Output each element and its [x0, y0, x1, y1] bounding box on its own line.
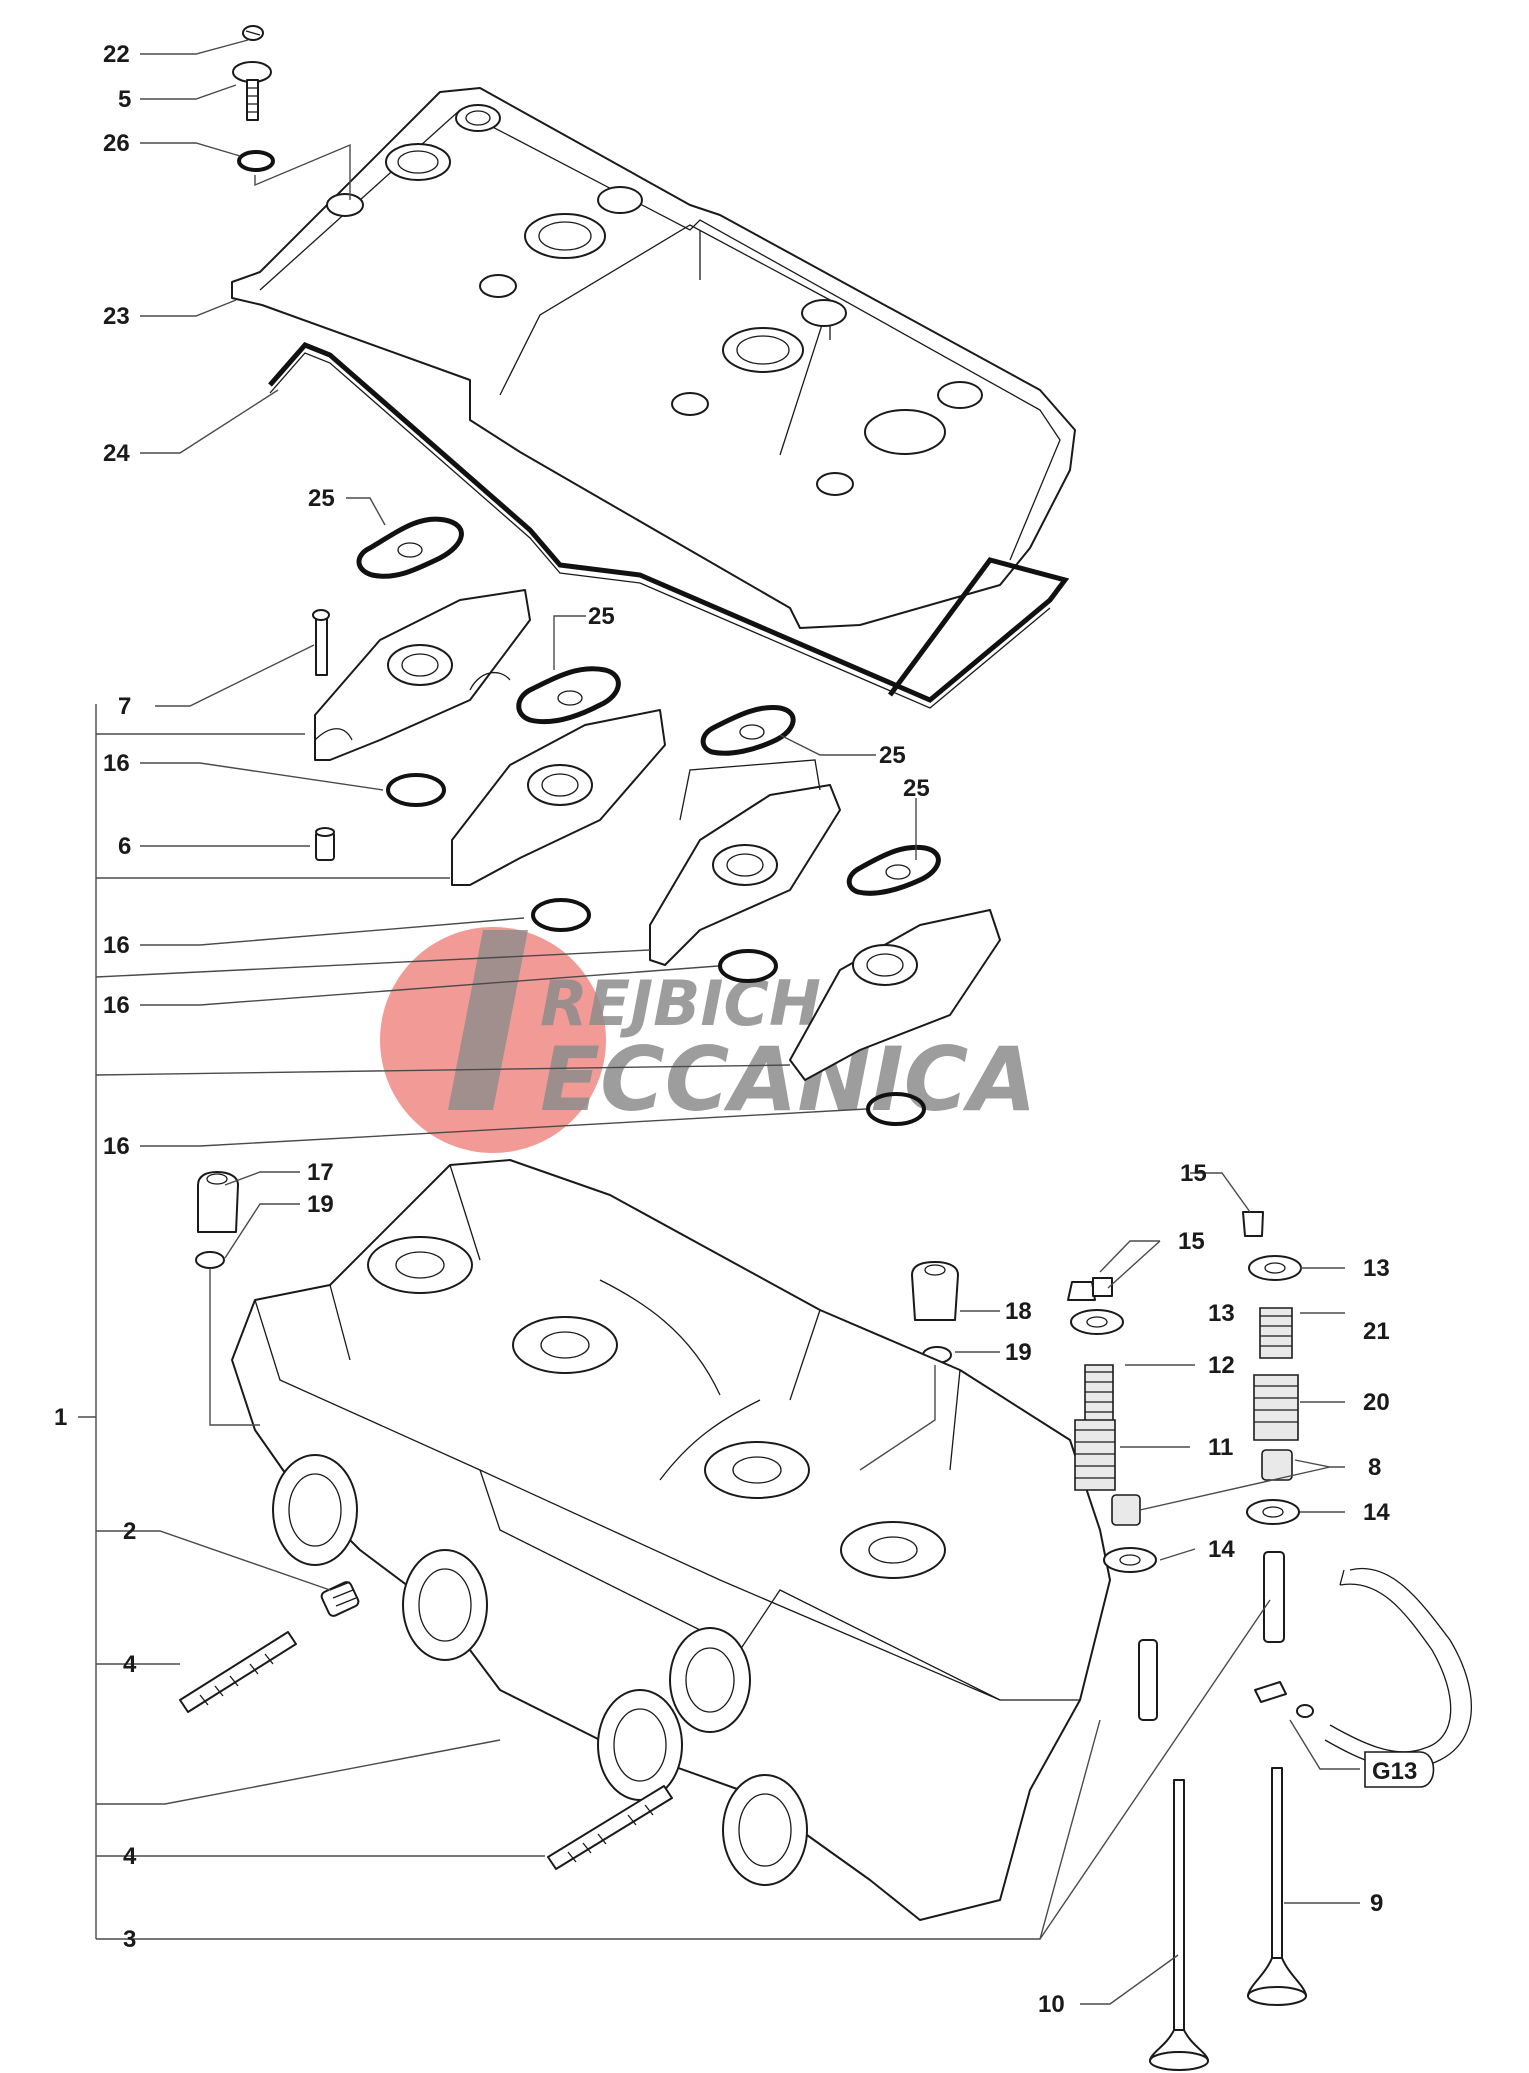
- callout-16-b: 16: [103, 932, 130, 959]
- callout-17: 17: [307, 1159, 334, 1186]
- gasket-part-25-a: [356, 516, 464, 579]
- valve-train-intake: [1242, 1211, 1302, 1643]
- cap-part-18: [911, 1261, 959, 1321]
- callout-3: 3: [123, 1926, 136, 1953]
- valve-part-10: [1149, 1779, 1209, 2071]
- cam-cap-2: [451, 709, 666, 886]
- parts-art: [179, 25, 1473, 2071]
- callout-14-a: 14: [1363, 1499, 1390, 1526]
- callout-25-a: 25: [308, 485, 335, 512]
- leader-lines: [78, 39, 1360, 2005]
- valve-part-9: [1247, 1767, 1307, 2006]
- stud-part-4-a: [179, 1631, 297, 1713]
- callout-14-b: 14: [1208, 1536, 1235, 1563]
- callout-4-a: 4: [123, 1651, 137, 1678]
- callout-26: 26: [103, 130, 130, 157]
- oring-part-16-c: [718, 949, 778, 983]
- callout-9: 9: [1370, 1890, 1383, 1917]
- watermark: REJBICH ECCANICA: [380, 927, 1036, 1153]
- stud-part-4-b: [547, 1785, 673, 1870]
- callout-5: 5: [118, 86, 131, 113]
- callout-19-b: 19: [1005, 1339, 1032, 1366]
- gasket-part-25-b: [516, 666, 621, 725]
- dowel-part-6: [315, 827, 335, 861]
- callout-16-c: 16: [103, 992, 130, 1019]
- bolt-part-5: [232, 61, 272, 121]
- callout-G13: G13: [1372, 1758, 1417, 1785]
- valve-cover-part-23: [231, 87, 1076, 629]
- callout-23: 23: [103, 303, 130, 330]
- callout-13-b: 13: [1208, 1300, 1235, 1327]
- cam-cap-3: [649, 759, 841, 966]
- callout-13-a: 13: [1363, 1255, 1390, 1282]
- watermark-line2: ECCANICA: [540, 1028, 1036, 1131]
- callout-18: 18: [1005, 1298, 1032, 1325]
- cap-part-17: [197, 1171, 239, 1233]
- oring-part-16-b: [531, 898, 591, 932]
- bolt-part-7: [312, 609, 330, 676]
- cover-gasket-part-24: [268, 342, 1070, 703]
- valve-train-exhaust: [1067, 1277, 1158, 1721]
- callout-labels: 22 5 26 23 24 25 25 25 25 7 16 6 16 16 1…: [54, 41, 1417, 2018]
- oring-part-26: [237, 150, 275, 172]
- plug-part-2: [320, 1581, 360, 1617]
- callout-12: 12: [1208, 1352, 1235, 1379]
- callout-20: 20: [1363, 1389, 1390, 1416]
- callout-4-b: 4: [123, 1843, 137, 1870]
- cam-cap-1: [314, 589, 531, 761]
- callout-16-a: 16: [103, 750, 130, 777]
- screw-part-22: [242, 25, 264, 41]
- callout-8: 8: [1368, 1454, 1381, 1481]
- cam-cap-4: [789, 909, 1001, 1081]
- callout-15-b: 15: [1178, 1228, 1205, 1255]
- callout-1: 1: [54, 1404, 67, 1431]
- callout-10: 10: [1038, 1991, 1065, 2018]
- callout-25-c: 25: [879, 742, 906, 769]
- callout-2: 2: [123, 1518, 136, 1545]
- callout-24: 24: [103, 440, 130, 467]
- cylinder-head-body: [231, 1159, 1111, 1921]
- callout-22: 22: [103, 41, 130, 68]
- washer-part-19-a: [195, 1251, 225, 1269]
- hose-g13: [1254, 1567, 1473, 1769]
- gasket-part-25-c: [700, 704, 796, 756]
- callout-7: 7: [118, 693, 131, 720]
- callout-16-d: 16: [103, 1133, 130, 1160]
- callout-19-a: 19: [307, 1191, 334, 1218]
- watermark-line1: REJBICH: [540, 967, 821, 1040]
- oring-part-16-a: [386, 773, 446, 807]
- oring-part-16-d: [866, 1092, 926, 1126]
- callout-21: 21: [1363, 1318, 1390, 1345]
- callout-25-b: 25: [588, 603, 615, 630]
- callout-11: 11: [1208, 1434, 1233, 1461]
- callout-6: 6: [118, 833, 131, 860]
- callout-15-a: 15: [1180, 1160, 1207, 1187]
- watermark-k-stem: [448, 930, 528, 1110]
- gasket-part-25-d: [846, 844, 941, 896]
- g13-callout-box: [1364, 1751, 1435, 1788]
- callout-25-d: 25: [903, 775, 930, 802]
